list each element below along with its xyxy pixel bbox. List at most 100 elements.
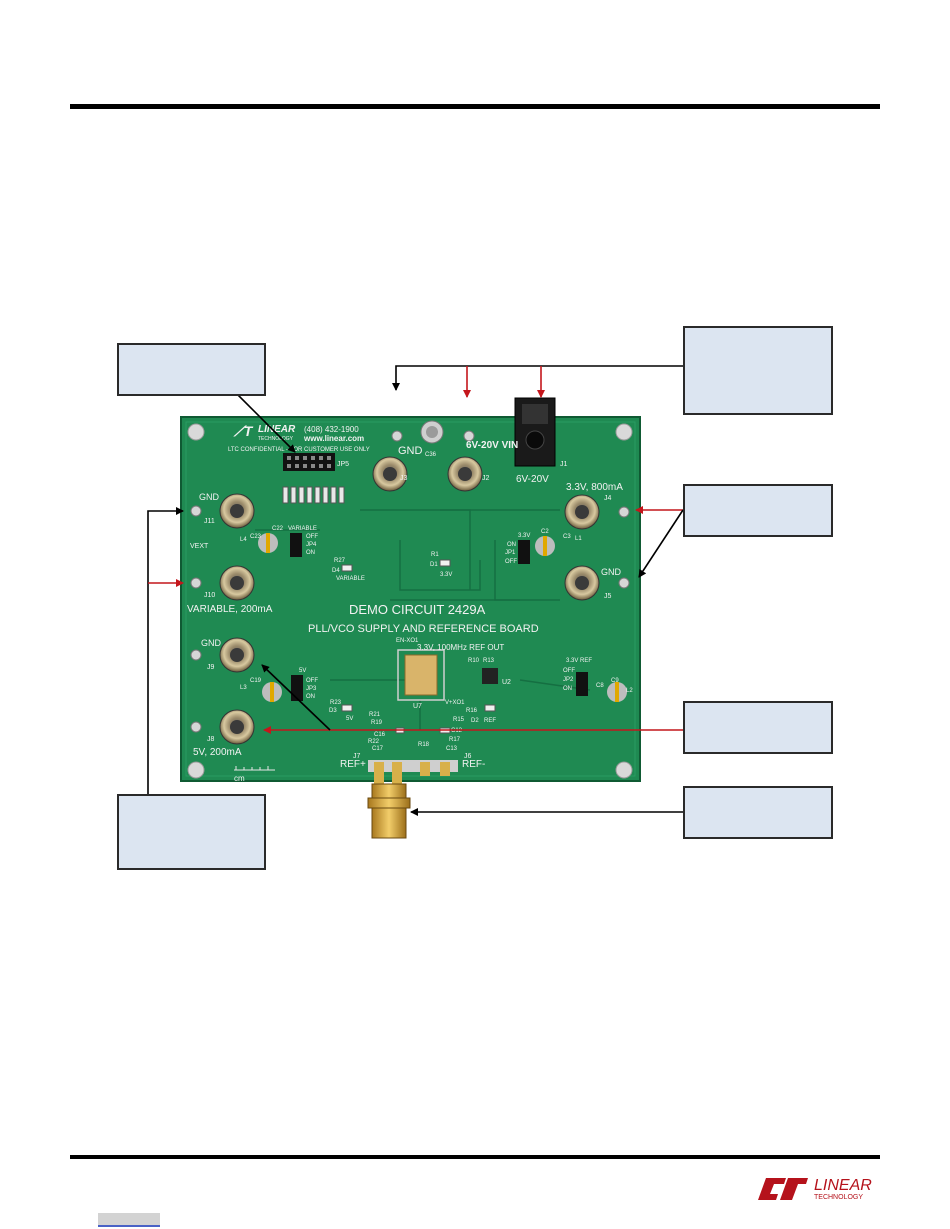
footer-rule: [70, 1155, 880, 1159]
footer-logo: LINEAR TECHNOLOGY: [758, 1177, 872, 1201]
svg-text:U7: U7: [413, 703, 422, 710]
sma-connector-j7: [371, 783, 407, 839]
svg-text:R21: R21: [369, 712, 381, 718]
callout-variable-output: [117, 794, 266, 870]
svg-text:OFF: OFF: [505, 559, 517, 565]
board-subtitle: PLL/VCO SUPPLY AND REFERENCE BOARD: [308, 623, 539, 635]
svg-text:JP2: JP2: [563, 677, 574, 683]
header-jp5: [283, 453, 335, 471]
callout-jumper-header: [117, 343, 266, 396]
binding-posts: [219, 456, 600, 745]
j3-label: GND: [398, 445, 423, 457]
svg-text:R17: R17: [449, 737, 461, 743]
callout-power-input: [683, 326, 833, 415]
svg-text:3.3V: 3.3V: [518, 533, 530, 539]
j2-label: 6V-20V VIN: [466, 440, 518, 451]
svg-text:J8: J8: [207, 736, 215, 743]
svg-text:L4: L4: [240, 537, 247, 543]
svg-text:R15: R15: [453, 717, 465, 723]
j11-label: GND: [199, 492, 220, 502]
j9-label: GND: [201, 638, 222, 648]
svg-text:C2: C2: [541, 529, 549, 535]
svg-text:5V: 5V: [346, 716, 353, 722]
board-phone: (408) 432-1900: [304, 425, 359, 434]
svg-text:R10: R10: [468, 658, 480, 664]
svg-text:D1: D1: [430, 562, 438, 568]
svg-text:C8: C8: [596, 683, 604, 689]
svg-text:C22: C22: [272, 526, 284, 532]
jp5-label: JP5: [337, 461, 349, 468]
chip-u7: [404, 654, 438, 696]
svg-text:C3: C3: [563, 534, 571, 540]
mount-hole: [615, 423, 633, 441]
svg-text:J9: J9: [207, 664, 215, 671]
svg-text:C16: C16: [374, 732, 386, 738]
svg-text:J2: J2: [482, 475, 490, 482]
svg-text:cm: cm: [234, 774, 245, 783]
mount-hole: [187, 761, 205, 779]
svg-text:R22: R22: [368, 739, 380, 745]
svg-text:U2: U2: [502, 679, 511, 686]
j1-label: 6V-20V: [516, 474, 549, 485]
j10-label: VARIABLE, 200mA: [187, 604, 273, 615]
svg-text:R23: R23: [330, 700, 342, 706]
c36-label: C36: [425, 452, 437, 458]
svg-text:D2: D2: [471, 718, 479, 724]
svg-text:VARIABLE: VARIABLE: [288, 526, 317, 532]
svg-text:L3: L3: [240, 685, 247, 691]
svg-text:EN-XO1: EN-XO1: [396, 638, 419, 644]
svg-text:R18: R18: [418, 742, 430, 748]
svg-text:R1: R1: [431, 552, 439, 558]
svg-text:J1: J1: [560, 461, 568, 468]
svg-text:ON: ON: [563, 686, 572, 692]
svg-text:J7: J7: [353, 753, 361, 760]
svg-text:TECHNOLOGY: TECHNOLOGY: [258, 436, 294, 442]
svg-text:D4: D4: [332, 568, 340, 574]
callout-3v3-output: [683, 484, 833, 537]
svg-text:R27: R27: [334, 558, 346, 564]
svg-text:3.3V: 3.3V: [440, 572, 452, 578]
board-confidential: LTC CONFIDENTIAL - FOR CUSTOMER USE ONLY: [228, 447, 370, 453]
svg-text:J11: J11: [204, 518, 215, 525]
board-website: www.linear.com: [303, 434, 364, 443]
svg-text:C23: C23: [250, 534, 262, 540]
board-logo-text: LINEAR: [258, 424, 296, 435]
jumper-jp2: [576, 672, 588, 696]
ref-out-label: 3.3V, 100MHz REF OUT: [417, 643, 504, 652]
svg-text:OFF: OFF: [306, 534, 318, 540]
jumper-jp1: [518, 540, 530, 564]
pcb-board: [180, 416, 641, 782]
j6-label: REF-: [462, 759, 485, 770]
svg-text:REF: REF: [484, 718, 496, 724]
svg-text:JP1: JP1: [505, 550, 516, 556]
footer-link[interactable]: [98, 1213, 160, 1227]
svg-text:R16: R16: [466, 708, 478, 714]
svg-text:J4: J4: [604, 495, 612, 502]
svg-text:C9: C9: [611, 678, 619, 684]
callout-ref-output: [683, 786, 833, 839]
mount-hole: [187, 423, 205, 441]
svg-text:L2: L2: [626, 688, 633, 694]
svg-text:J3: J3: [400, 475, 408, 482]
footer-logo-text: LINEAR: [814, 1177, 872, 1194]
jumper-jp3: [291, 675, 303, 701]
svg-text:L1: L1: [575, 536, 582, 542]
svg-text:R13: R13: [483, 658, 495, 664]
chip-u2: [482, 668, 498, 684]
j4-label: 3.3V, 800mA: [566, 482, 623, 493]
jumper-jp4: [290, 533, 302, 557]
svg-text:V+XO1: V+XO1: [445, 700, 465, 706]
svg-text:JP3: JP3: [306, 686, 317, 692]
svg-text:C13: C13: [446, 746, 458, 752]
svg-text:J5: J5: [604, 593, 612, 600]
mount-hole: [615, 761, 633, 779]
header-rule: [70, 104, 880, 109]
svg-text:⟋T: ⟋T: [233, 423, 254, 439]
j8-label: 5V, 200mA: [193, 747, 242, 758]
svg-text:D3: D3: [329, 708, 337, 714]
svg-text:VARIABLE: VARIABLE: [336, 576, 365, 582]
svg-text:C12: C12: [451, 728, 463, 734]
svg-text:C19: C19: [250, 678, 262, 684]
svg-text:ON: ON: [306, 694, 315, 700]
